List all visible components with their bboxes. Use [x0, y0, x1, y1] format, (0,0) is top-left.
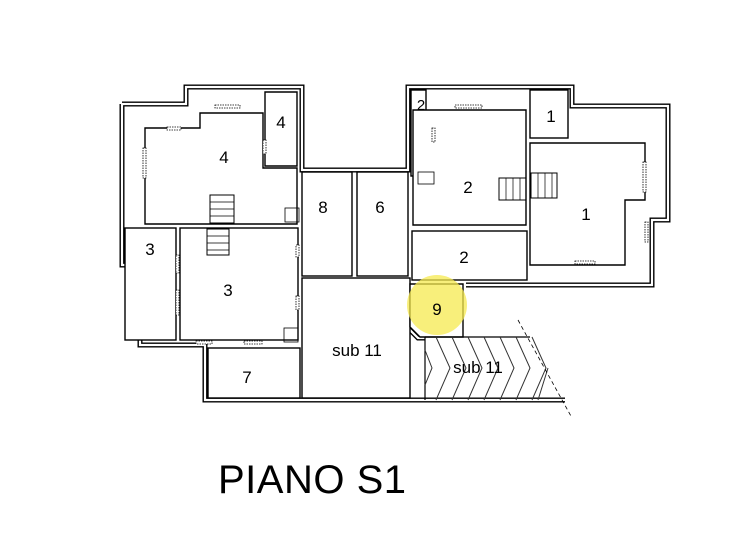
- room-2-lower: [411, 230, 528, 281]
- room-3-big: [179, 227, 299, 341]
- highlight-marker: [407, 275, 467, 335]
- label-room-4-big: 4: [219, 148, 228, 167]
- label-sub11: sub 11: [332, 341, 382, 360]
- label-room-3-big: 3: [223, 281, 232, 300]
- label-room-1-top: 1: [546, 107, 555, 126]
- windows: [142, 104, 649, 345]
- room-3-small: [124, 227, 177, 341]
- label-room-2-small: 2: [417, 97, 425, 114]
- room-labels: 4 4 8 6 3 3 7 sub 11 2 2 2 1 1 9 sub 11: [145, 97, 590, 387]
- room-4-big: [144, 112, 298, 225]
- label-room-4-small: 4: [276, 113, 285, 132]
- label-room-9: 9: [432, 300, 441, 319]
- room-2-big: [412, 109, 527, 226]
- label-sub11-ramp: sub 11: [453, 358, 503, 377]
- label-room-2-big: 2: [463, 178, 472, 197]
- label-room-6: 6: [375, 198, 384, 217]
- label-room-1-big: 1: [581, 205, 590, 224]
- label-room-2-lower: 2: [459, 248, 468, 267]
- room-1-big: [529, 142, 646, 266]
- room-1-top: [529, 89, 569, 139]
- rooms: [124, 89, 646, 399]
- label-room-8: 8: [318, 198, 327, 217]
- room-7: [207, 347, 301, 399]
- label-room-7: 7: [242, 368, 251, 387]
- stairs: [206, 171, 558, 343]
- label-room-3-small: 3: [145, 240, 154, 259]
- room-8: [301, 171, 353, 277]
- floor-title: PIANO S1: [218, 458, 407, 502]
- ramp-hatching: [424, 319, 573, 419]
- room-sub11: [301, 277, 411, 399]
- room-6: [356, 171, 409, 277]
